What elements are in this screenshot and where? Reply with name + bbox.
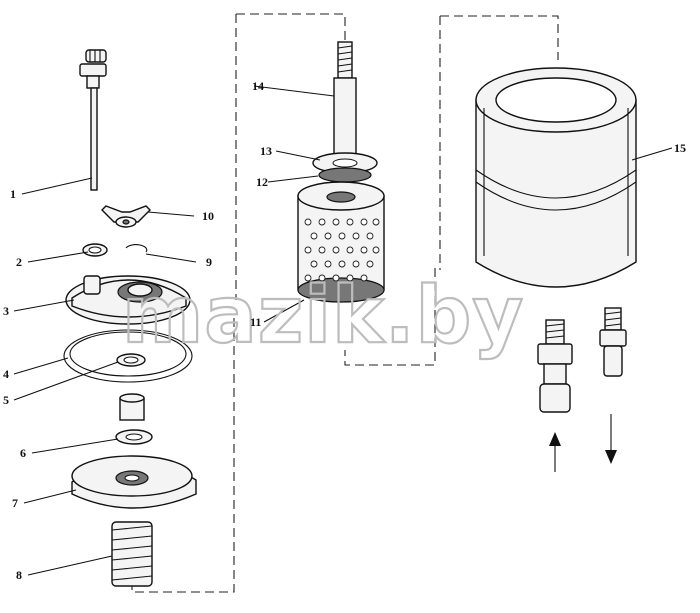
label-part-1: 1 [10,187,16,201]
label-part-12: 12 [256,175,268,189]
label-part-8: 8 [16,568,22,582]
part-3-cover [65,275,191,325]
part-5-washer [116,353,146,367]
part-8-spring [111,521,153,587]
part-1-rod [79,49,107,191]
part-9-ring [125,244,148,253]
part-7-cup [71,455,197,509]
label-part-6: 6 [20,446,26,460]
inlet-fitting [537,319,573,413]
outlet-fitting [599,307,627,377]
label-part-15: 15 [674,141,686,155]
part-labels: 1 2 3 4 5 6 7 8 9 10 11 12 13 14 15 [3,79,686,582]
part-13-washer [312,152,378,174]
label-part-13: 13 [260,144,272,158]
dashed-assembly-lines [131,13,559,593]
label-part-5: 5 [3,393,9,407]
part-10-wing-nut [101,205,151,228]
leader-lines [13,85,673,576]
part-6-bushing [115,393,153,445]
part-14-stud [333,41,357,165]
inlet-arrow [549,432,561,472]
label-part-11: 11 [250,315,261,329]
label-part-4: 4 [3,367,9,381]
part-4-gasket [63,329,193,383]
part-2-washer [82,243,108,257]
part-11-filter-element [297,181,385,303]
label-part-3: 3 [3,304,9,318]
watermark: mazik.by [122,271,524,361]
label-part-10: 10 [202,209,214,223]
part-12-seal [318,167,372,183]
label-part-2: 2 [16,255,22,269]
outlet-arrow [605,414,617,464]
part-15-housing [475,67,637,288]
label-part-14: 14 [252,79,264,93]
label-part-9: 9 [206,255,212,269]
label-part-7: 7 [12,496,18,510]
